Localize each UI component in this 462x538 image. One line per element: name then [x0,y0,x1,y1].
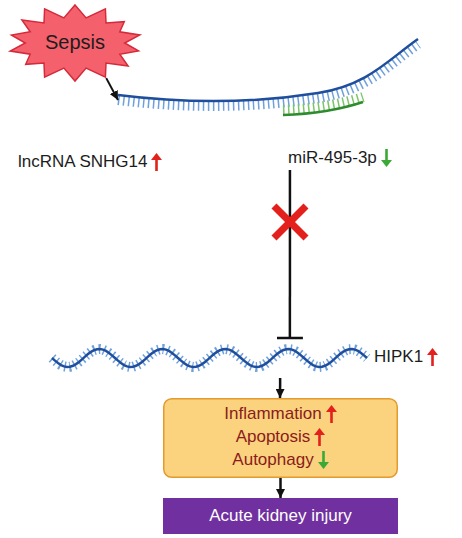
lncrna-strand: lncRNA SNHG14 [118,40,418,110]
sepsis-starburst: Sepsis [4,4,146,82]
text-row: HIPK1 [374,347,438,367]
node-label: Inflammation [224,404,321,424]
increase-arrow [314,428,325,446]
arrow-head [427,348,438,355]
increase-arrow [326,405,337,423]
text-row: Apoptosis [163,427,398,447]
increase-arrow [151,153,162,171]
arrow-head [381,160,392,167]
block-cross [274,206,306,238]
decrease-arrow [381,149,392,167]
text-row: Autophagy [163,450,398,470]
arrow-connector [106,78,118,100]
node-label: Sepsis [45,32,105,52]
node-label: miR-495-3p [288,148,377,168]
text-row: Inflammation [163,404,398,424]
box-fill [164,399,398,478]
starburst-fill [10,5,140,81]
mrna-backbone [52,349,367,367]
hipk1-transcript: HIPK1 [52,338,442,378]
node-label: Apoptosis [236,427,311,447]
mrna-bases [52,349,367,367]
node-label: Acute kidney injury [209,506,352,526]
effects-box: InflammationApoptosisAutophagy [163,398,398,478]
arrow-head [151,153,162,160]
outcome-box: Acute kidney injury [163,498,398,534]
text-row: Sepsis [4,32,146,52]
arrow-head [314,428,325,435]
decrease-arrow [318,451,329,469]
arrow-connector [279,478,282,498]
arrow-connector [279,378,282,398]
text-row: miR-495-3p [288,148,392,168]
text-row: lncRNA SNHG14 [18,152,162,172]
arrow-head [326,405,337,412]
mirna-strand: miR-495-3p [262,88,377,170]
box-fill [163,498,398,534]
node-label: HIPK1 [374,347,423,367]
arrow-head [318,462,329,469]
mirna-bases [283,97,363,110]
mirna-backbone [283,102,363,115]
node-label: Autophagy [232,450,313,470]
text-row: Acute kidney injury [163,506,398,526]
node-label: lncRNA SNHG14 [18,152,147,172]
lncrna-backbone [118,39,418,101]
lncrna-strand-outline [118,40,418,110]
increase-arrow [427,348,438,366]
inhibition-connector [289,170,292,338]
lncrna-bases [118,44,418,106]
block-cross [274,206,306,238]
